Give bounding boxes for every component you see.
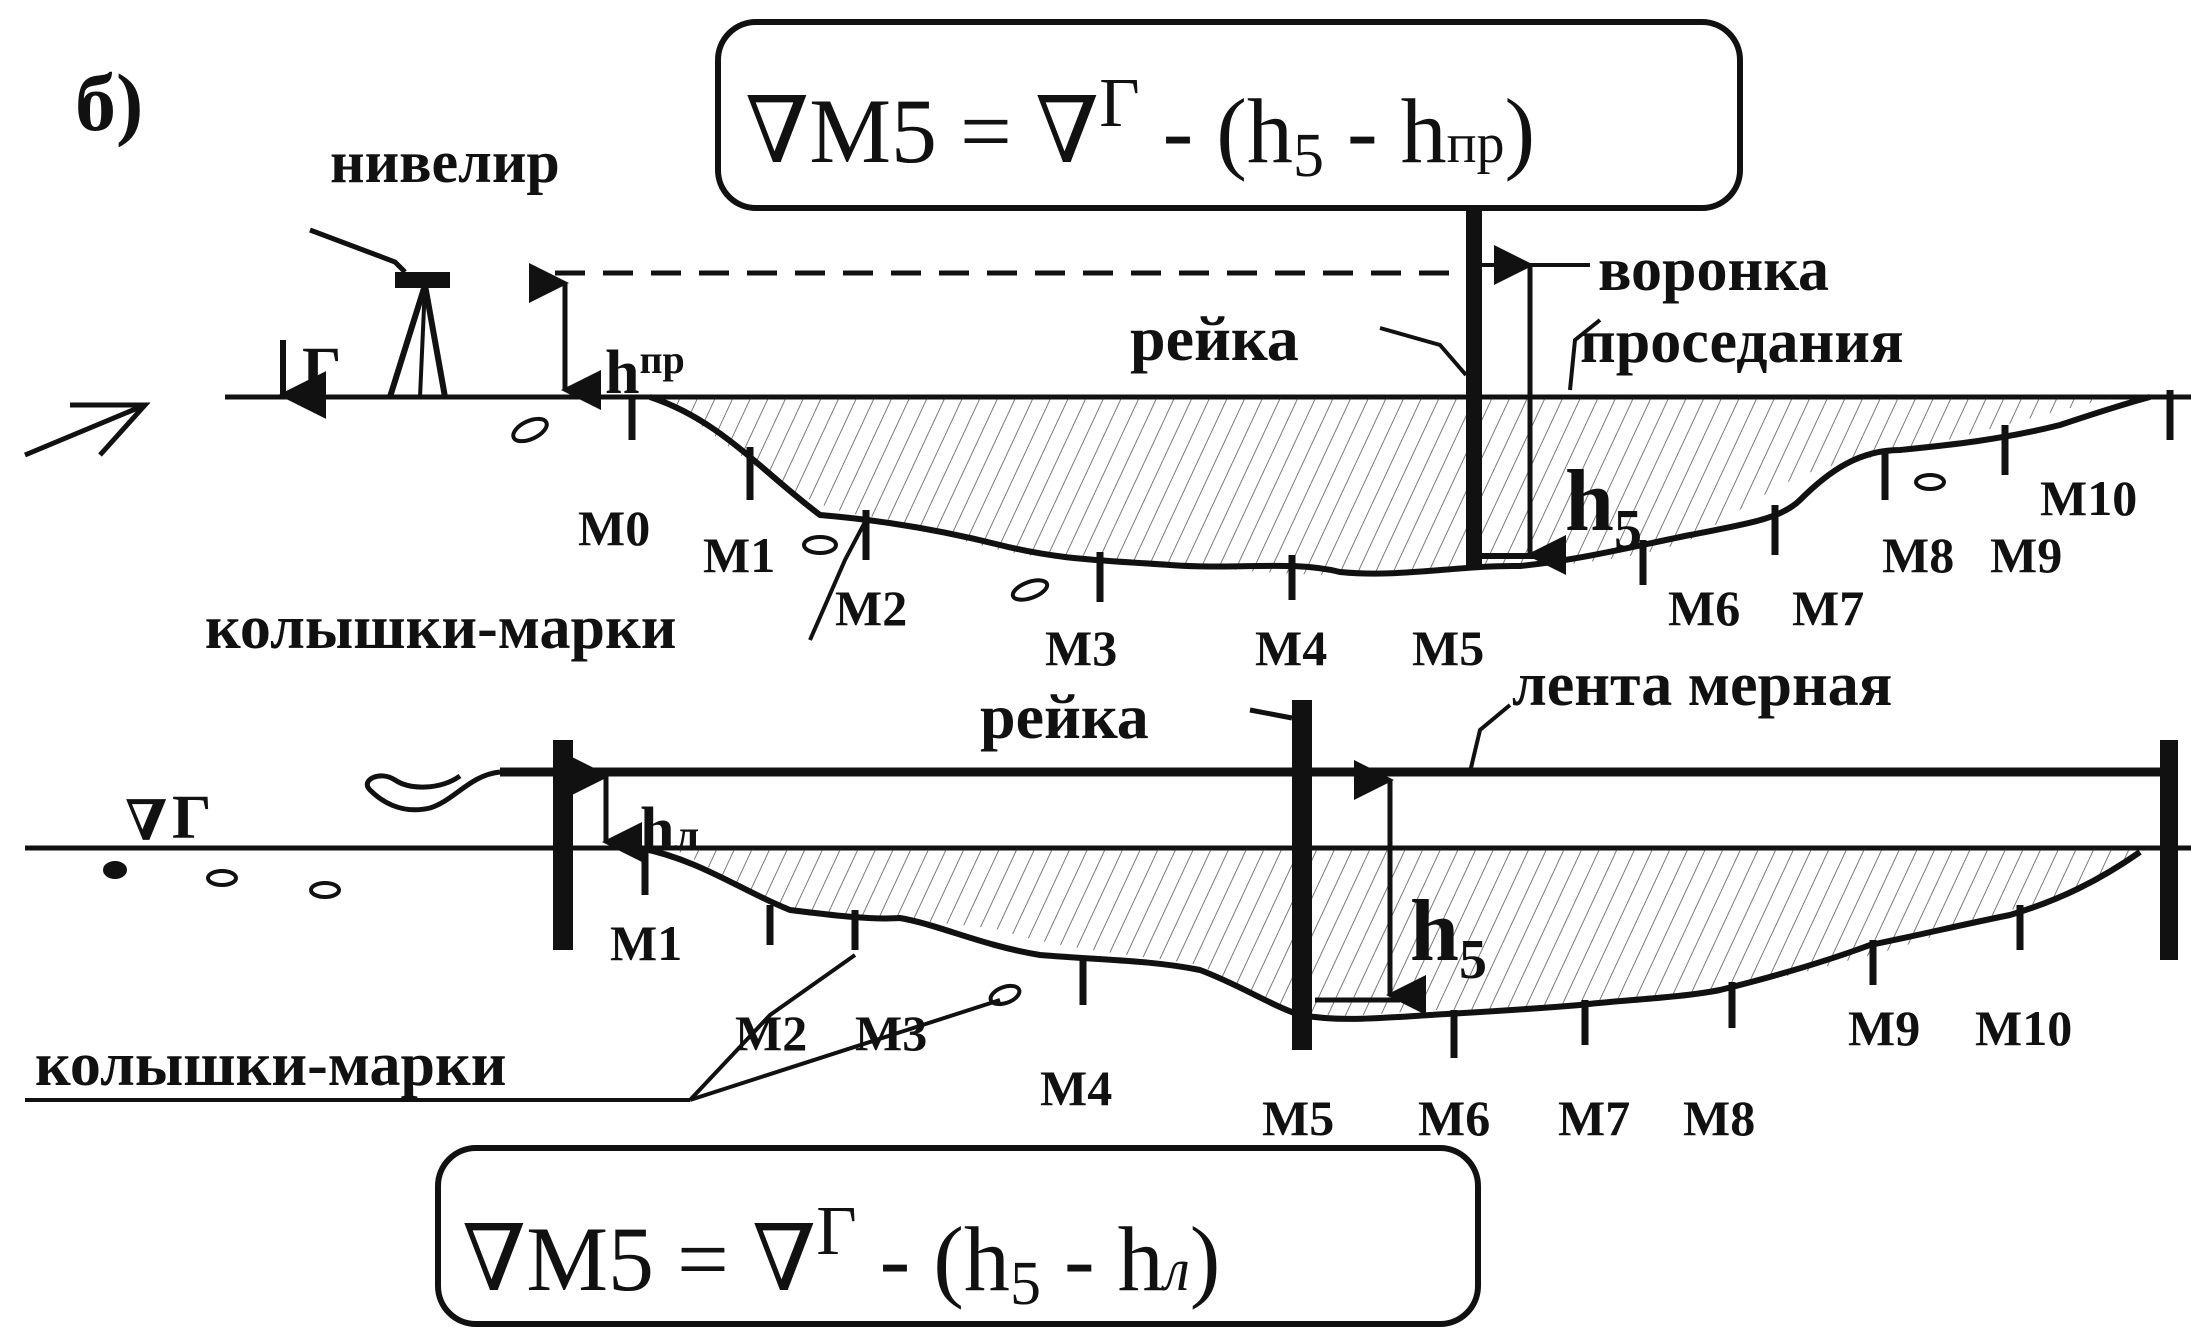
top-hpr-label: hпр — [605, 337, 685, 407]
top-staff-leader — [1379, 326, 1468, 377]
bottom-staff — [1292, 700, 1312, 1050]
top-mark-M3: M3 — [1045, 620, 1117, 676]
top-soil-pebbles — [511, 416, 1946, 602]
bottom-formula-box — [435, 1145, 1481, 1327]
top-benchmark-label: Г — [302, 336, 341, 404]
top-pegs — [628, 390, 2174, 602]
bottom-staff-label: рейка — [980, 681, 1149, 752]
top-h5-label: h5 — [1565, 453, 1642, 561]
bottom-pegs — [641, 848, 2024, 1058]
bottom-section: ∇ Г hл рейка лента мерная h5 — [25, 651, 2191, 1327]
bottom-formula: ∇M5 = ∇Г - (h5 - hл) — [462, 1193, 1220, 1318]
top-mark-M7: M7 — [1792, 580, 1864, 636]
top-staff — [1466, 208, 1482, 568]
tape-leader — [1468, 703, 1512, 773]
top-funnel-hatch — [660, 397, 2120, 575]
top-flow-arrow-head — [70, 402, 151, 457]
bottom-mark-M6: M6 — [1418, 1090, 1490, 1146]
top-mark-M1: M1 — [703, 527, 775, 583]
top-mark-M10: M10 — [2040, 470, 2137, 526]
top-mark-M5: M5 — [1412, 620, 1484, 676]
bottom-staff-leader — [1249, 707, 1293, 721]
bottom-right-post — [2160, 740, 2178, 960]
bottom-mark-M1: M1 — [610, 915, 682, 971]
bottom-mark-M9: M9 — [1848, 1000, 1920, 1056]
top-mark-M2: M2 — [835, 580, 907, 636]
bottom-benchmark-label: Г — [172, 784, 211, 852]
top-mark-M6: M6 — [1668, 580, 1740, 636]
funnel-label-line1: воронка — [1598, 236, 1829, 304]
top-mark-M8: M8 — [1882, 527, 1954, 583]
bottom-h5-label: h5 — [1410, 883, 1487, 991]
bottom-mark-M5: M5 — [1262, 1090, 1334, 1146]
funnel-leader — [1568, 318, 1602, 391]
bottom-soil-pebbles — [103, 861, 1022, 1007]
bottom-mark-M8: M8 — [1683, 1090, 1755, 1146]
top-section: ∇M5 = ∇Г - (h5 - hпр) Г нивелир hпр р — [24, 19, 2191, 676]
top-mark-M9: M9 — [1990, 527, 2062, 583]
bottom-mark-M4: M4 — [1040, 1060, 1112, 1116]
top-mark-M0: M0 — [578, 500, 650, 556]
tape-reel — [365, 769, 501, 813]
bottom-mark-M10: M10 — [1975, 1000, 2072, 1056]
bottom-funnel-profile — [639, 845, 2142, 1022]
level-instrument — [309, 227, 450, 398]
tape-label: лента мерная — [1512, 651, 1892, 719]
bottom-pegs-label: колышки-марки — [35, 1031, 506, 1099]
top-formula: ∇M5 = ∇Г - (h5 - hпр) — [745, 65, 1535, 190]
top-funnel-profile — [649, 394, 2151, 577]
instrument-label: нивелир — [330, 129, 560, 195]
top-mark-M4: M4 — [1255, 620, 1327, 676]
bottom-benchmark-nabla: ∇ — [125, 791, 167, 853]
top-flow-arrow — [24, 402, 146, 458]
top-staff-label: рейка — [1130, 303, 1299, 374]
top-pegs-leader — [808, 519, 868, 641]
bottom-mark-M7: M7 — [1558, 1090, 1630, 1146]
bottom-pegs-leader — [688, 953, 857, 1102]
bottom-mark-M3: M3 — [855, 1005, 927, 1061]
top-formula-box — [715, 19, 1743, 211]
panel-label: б) — [75, 57, 143, 148]
bottom-hl-label: hл — [640, 796, 699, 864]
bottom-left-post — [553, 740, 573, 950]
funnel-label-line2: проседания — [1580, 308, 1904, 376]
top-pegs-label: колышки-марки — [205, 594, 676, 662]
